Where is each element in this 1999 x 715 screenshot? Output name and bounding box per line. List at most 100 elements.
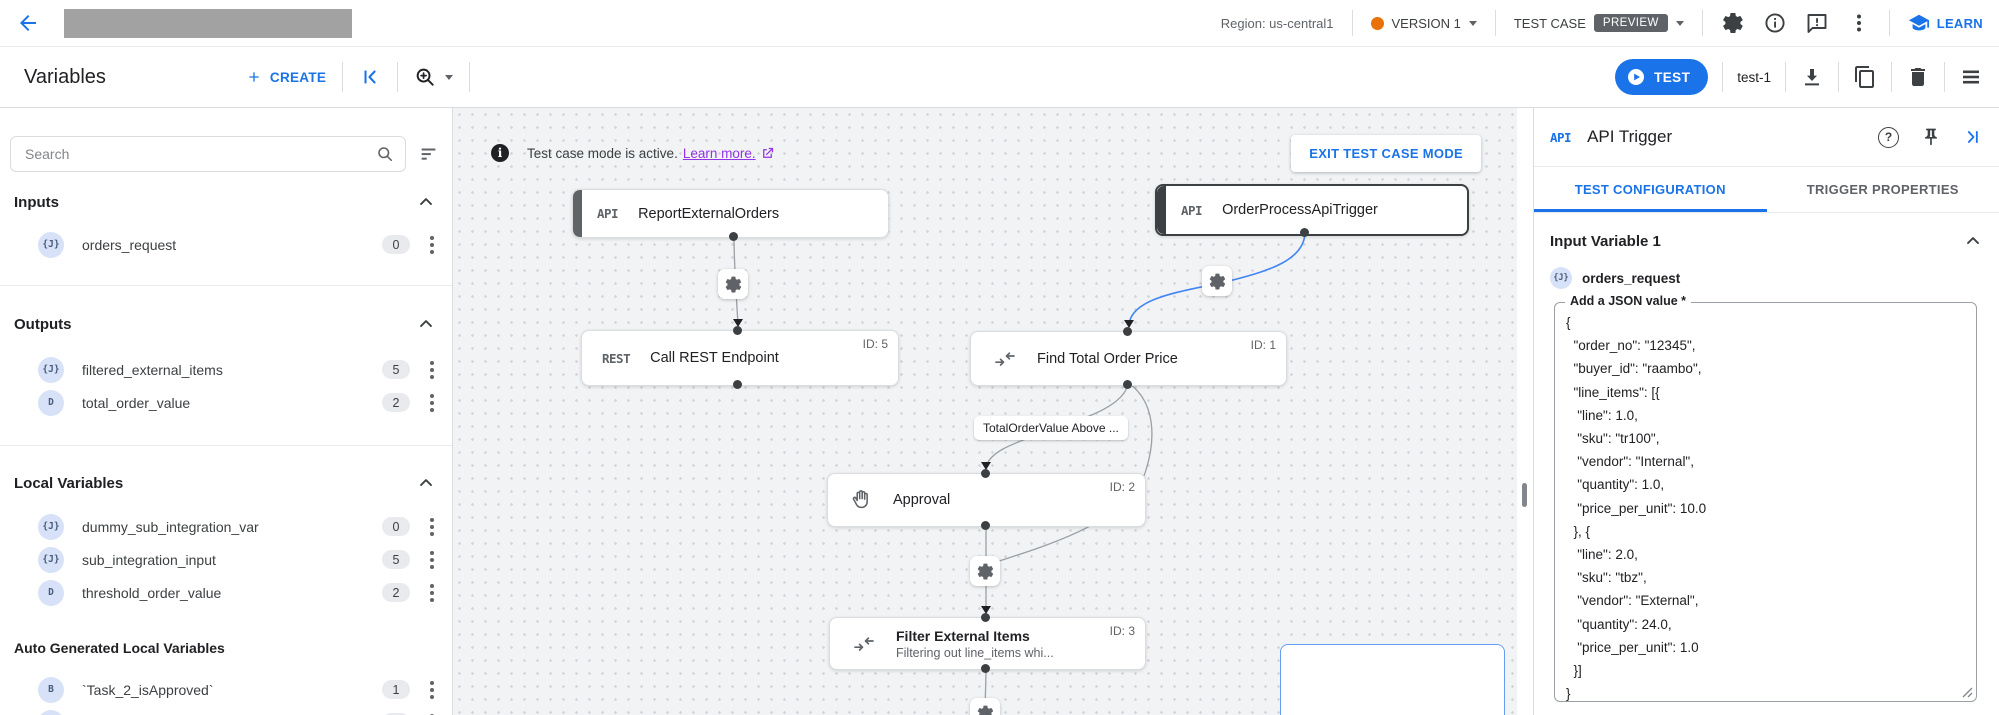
variable-row[interactable]: D threshold_order_value 2	[0, 576, 452, 609]
test-button[interactable]: TEST	[1615, 59, 1709, 95]
help-icon[interactable]: ?	[1878, 126, 1899, 148]
edge-config-gear-button[interactable]	[718, 269, 748, 299]
node-order-process-api-trigger[interactable]: API OrderProcessApiTrigger	[1155, 184, 1469, 236]
trash-icon	[1911, 68, 1925, 86]
download-button[interactable]	[1800, 65, 1824, 89]
tab-test-configuration[interactable]: TEST CONFIGURATION	[1534, 167, 1767, 212]
node-approval[interactable]: Approval ID: 2	[827, 473, 1146, 527]
version-status-dot	[1370, 16, 1384, 30]
settings-button[interactable]	[1721, 11, 1745, 35]
variable-row[interactable]: {J} `Task_4_loopMetadata` 1	[0, 706, 452, 715]
info-button[interactable]	[1763, 11, 1787, 35]
chevron-up-icon[interactable]	[416, 192, 436, 212]
resize-handle[interactable]	[1962, 687, 1973, 698]
connector-dot	[981, 664, 990, 673]
exit-test-case-mode-button[interactable]: EXIT TEST CASE MODE	[1291, 134, 1481, 172]
sort-icon[interactable]	[418, 143, 440, 165]
section-auto-generated-header[interactable]: Auto Generated Local Variables	[0, 636, 452, 660]
collapse-left-icon	[364, 70, 376, 84]
variable-row[interactable]: {J} filtered_external_items 5	[0, 353, 452, 386]
page-title: Variables	[24, 65, 106, 88]
version-menu[interactable]: VERSION 1	[1370, 16, 1477, 31]
boolean-type-badge: B	[38, 676, 64, 703]
connector-dot	[1300, 228, 1309, 237]
collapse-panel-button[interactable]	[359, 66, 381, 88]
zoom-in-icon	[416, 68, 434, 86]
collapse-right-icon[interactable]	[1963, 127, 1983, 147]
variable-row[interactable]: {J} dummy_sub_integration_var 0	[0, 510, 452, 543]
back-arrow-icon	[20, 15, 36, 31]
divider	[342, 62, 344, 92]
copy-button[interactable]	[1853, 65, 1877, 89]
input-variable-section[interactable]: Input Variable 1	[1550, 231, 1983, 251]
workflow-canvas[interactable]: i Test case mode is active. Learn more. …	[453, 108, 1533, 715]
node-title: Call REST Endpoint	[650, 350, 779, 366]
chevron-up-icon[interactable]	[1963, 231, 1983, 251]
task-id: ID: 3	[1109, 624, 1135, 638]
node-call-rest-endpoint[interactable]: REST Call REST Endpoint ID: 5	[581, 330, 899, 386]
connector-dot	[1123, 327, 1132, 336]
connector-dot	[981, 469, 990, 478]
edge-config-gear-button[interactable]	[1202, 266, 1232, 296]
variable-name: `Task_2_isApproved`	[82, 681, 214, 698]
row-menu-button[interactable]	[424, 393, 440, 412]
node-filter-external-items[interactable]: Filter External Items Filtering out line…	[829, 617, 1146, 670]
row-menu-button[interactable]	[424, 680, 440, 699]
node-find-total-order-price[interactable]: Find Total Order Price ID: 1	[970, 331, 1287, 386]
edge-config-gear-button[interactable]	[970, 556, 1000, 586]
region-label: Region: us-central1	[1220, 15, 1334, 31]
section-title: Inputs	[14, 193, 59, 211]
back-button[interactable]	[14, 9, 42, 37]
test-label: TEST	[1654, 69, 1691, 85]
feedback-button[interactable]	[1805, 11, 1829, 35]
section-inputs-header[interactable]: Inputs	[0, 190, 452, 214]
usage-count-badge: 0	[382, 517, 410, 536]
tab-trigger-properties[interactable]: TRIGGER PROPERTIES	[1806, 182, 1959, 197]
task-id: ID: 2	[1109, 480, 1135, 494]
row-menu-button[interactable]	[424, 517, 440, 536]
more-options-button[interactable]	[1847, 11, 1871, 35]
log-list-button[interactable]	[1959, 65, 1983, 89]
learn-more-link[interactable]: Learn more.	[682, 145, 756, 161]
api-trigger-panel: API API Trigger ? TEST CONFIGURATION TRI…	[1533, 108, 1999, 715]
section-title: Auto Generated Local Variables	[14, 640, 225, 656]
section-title: Local Variables	[14, 474, 124, 492]
row-menu-button[interactable]	[424, 360, 440, 379]
download-icon	[1805, 69, 1819, 86]
node-report-external-orders[interactable]: API ReportExternalOrders	[572, 189, 889, 238]
list-icon	[1963, 70, 1979, 84]
variables-sidebar: Inputs {J} orders_request 0 Outputs {J} …	[0, 108, 453, 715]
node-title: OrderProcessApiTrigger	[1222, 202, 1378, 218]
zoom-menu[interactable]	[414, 66, 454, 89]
plus-icon	[249, 72, 259, 82]
section-local-variables-header[interactable]: Local Variables	[0, 471, 452, 495]
delete-button[interactable]	[1906, 65, 1930, 89]
canvas-scrollbar-thumb[interactable]	[1522, 483, 1527, 507]
row-menu-button[interactable]	[424, 583, 440, 602]
api-badge: API	[1550, 129, 1572, 145]
chevron-up-icon[interactable]	[416, 473, 436, 493]
variable-name: orders_request	[1582, 270, 1681, 286]
json-value-input[interactable]: { "order_no": "12345", "buyer_id": "raam…	[1555, 303, 1976, 701]
variable-row[interactable]: B `Task_2_isApproved` 1	[0, 673, 452, 706]
row-menu-button[interactable]	[424, 550, 440, 569]
variable-row[interactable]: D total_order_value 2	[0, 386, 452, 419]
edge-condition-label[interactable]: TotalOrderValue Above ...	[974, 416, 1128, 440]
create-variable-button[interactable]: CREATE	[246, 69, 326, 85]
section-outputs-header[interactable]: Outputs	[0, 312, 452, 336]
row-menu-button[interactable]	[424, 713, 440, 715]
row-menu-button[interactable]	[424, 235, 440, 254]
pin-icon[interactable]	[1921, 127, 1941, 147]
section-title: Input Variable 1	[1550, 232, 1661, 250]
json-type-badge: {J}	[38, 709, 64, 715]
gear-icon	[725, 276, 741, 292]
variable-row[interactable]: {J} sub_integration_input 5	[0, 543, 452, 576]
learn-button[interactable]: LEARN	[1908, 12, 1983, 34]
edge-config-gear-button[interactable]	[970, 698, 1000, 715]
variable-row[interactable]: {J} orders_request 0	[0, 228, 452, 261]
canvas-scrollbar[interactable]	[1517, 108, 1533, 715]
chevron-up-icon[interactable]	[416, 314, 436, 334]
test-case-menu[interactable]: TEST CASE PREVIEW	[1514, 14, 1684, 32]
search-input[interactable]	[23, 145, 375, 163]
